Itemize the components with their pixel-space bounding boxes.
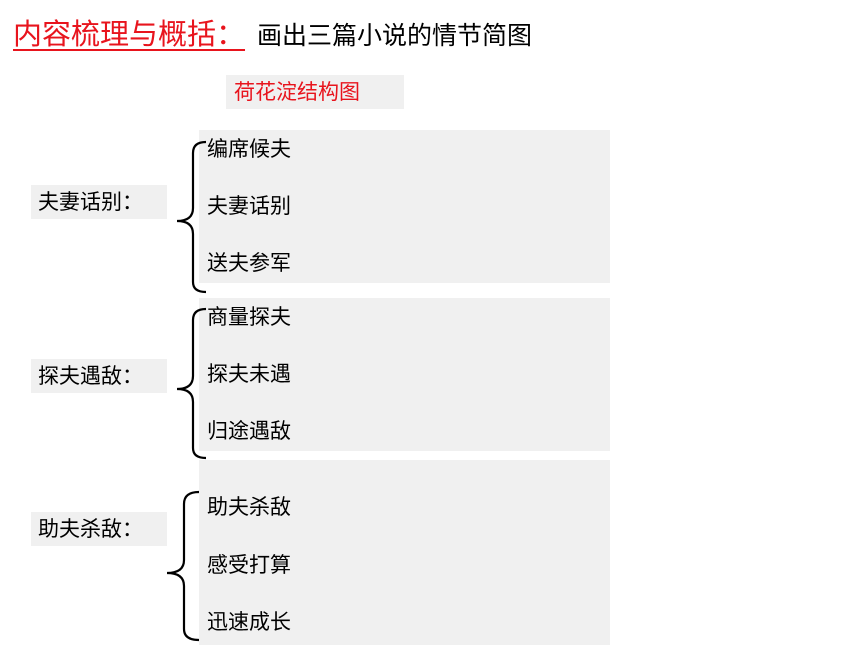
- group-1-item-3: 送夫参军: [207, 251, 291, 275]
- group-2-item-2: 探夫未遇: [207, 362, 291, 386]
- group-2-label: 探夫遇敌：: [31, 359, 167, 393]
- group-3-label: 助夫杀敌：: [31, 512, 167, 546]
- group-1-panel: 编席候夫 夫妻话别 送夫参军: [199, 130, 610, 283]
- group-2-panel: 商量探夫 探夫未遇 归途遇敌: [199, 298, 610, 451]
- group-1-label: 夫妻话别：: [31, 185, 167, 219]
- title-main: 内容梳理与概括：: [13, 17, 246, 51]
- group-3-item-3: 迅速成长: [207, 610, 291, 634]
- group-2-item-3: 归途遇敌: [207, 419, 291, 443]
- group-1-item-2: 夫妻话别: [207, 194, 291, 218]
- page-title: 内容梳理与概括： 画出三篇小说的情节简图: [13, 14, 532, 54]
- group-3-panel: 助夫杀敌 感受打算 迅速成长: [199, 460, 610, 645]
- group-2-item-1: 商量探夫: [207, 305, 291, 329]
- group-3-item-1: 助夫杀敌: [207, 495, 291, 519]
- curly-brace-icon-1: [176, 140, 207, 294]
- diagram-subtitle: 荷花淀结构图: [226, 75, 404, 109]
- curly-brace-icon-2: [176, 307, 207, 460]
- curly-brace-icon-3: [166, 490, 200, 642]
- group-1-item-1: 编席候夫: [207, 137, 291, 161]
- group-3-item-2: 感受打算: [207, 553, 291, 577]
- title-sub: 画出三篇小说的情节简图: [257, 21, 533, 50]
